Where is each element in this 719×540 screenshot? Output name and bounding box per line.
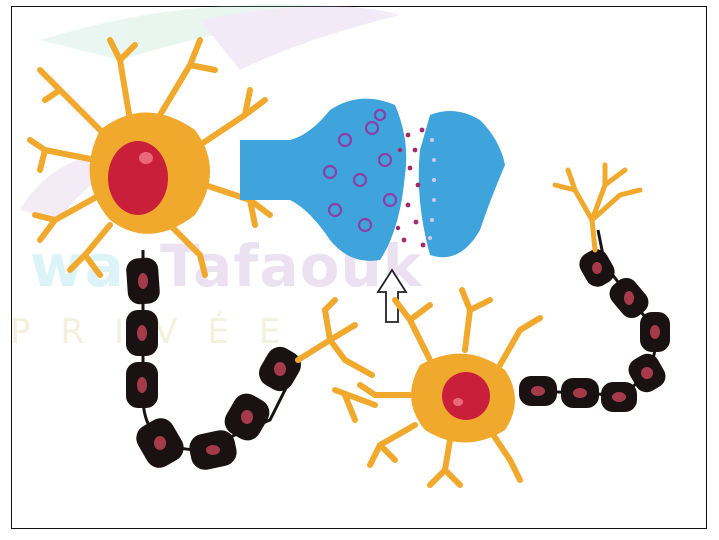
axon-1-myelin — [125, 250, 306, 473]
synapse — [240, 99, 505, 261]
neuron-1-nucleus — [108, 141, 168, 215]
axon-2-myelin — [519, 230, 670, 412]
up-arrow-icon — [378, 270, 406, 322]
presynaptic-terminal — [240, 99, 406, 261]
postsynaptic-membrane — [419, 111, 505, 257]
neuron-1 — [30, 40, 270, 275]
neuron-2-nucleus — [442, 372, 490, 420]
axon-2-terminal — [555, 165, 640, 250]
axon-1-terminal — [298, 300, 375, 420]
